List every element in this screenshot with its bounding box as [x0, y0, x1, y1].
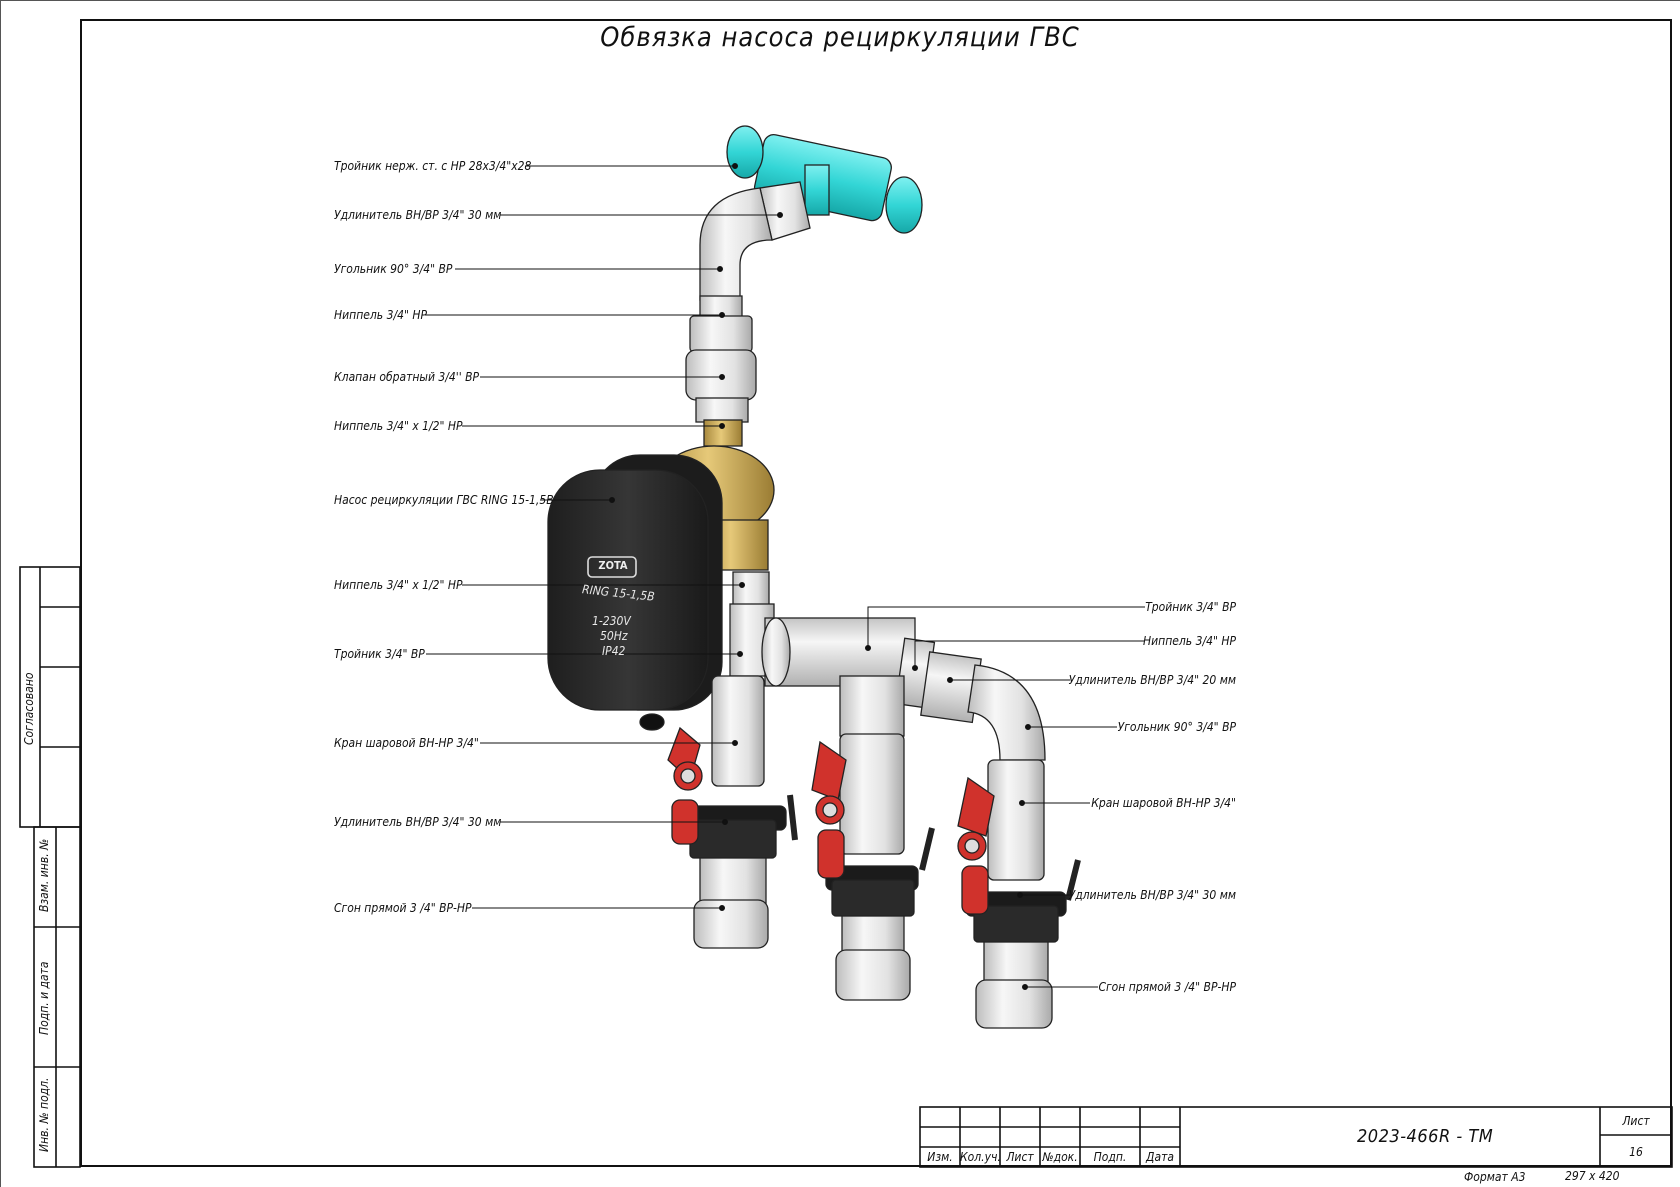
- label-check-valve: Клапан обратный 3/4'' ВР: [334, 370, 480, 384]
- tb-col-docnum: №док.: [1042, 1150, 1078, 1164]
- paper-format: Формат А3: [1464, 1170, 1526, 1184]
- label-extender-left: Удлинитель ВН/ВР 3/4" 30 мм: [334, 815, 502, 829]
- drop-right: [957, 759, 1081, 1029]
- tb-col-change: Изм.: [927, 1150, 953, 1164]
- pump-spec-ip: IP42: [602, 644, 626, 658]
- stamp-sign-date: Подп. и дата: [37, 961, 51, 1035]
- stamp-inv-orig: Инв. № подл.: [37, 1077, 51, 1152]
- label-nipple-right: Ниппель 3/4" НР: [1143, 634, 1236, 648]
- label-nipple-reducer-top: Ниппель 3/4" х 1/2" НР: [334, 419, 463, 433]
- left-stamp-grid: [19, 566, 81, 1168]
- label-nipple-reducer-bottom: Ниппель 3/4" х 1/2" НР: [334, 578, 463, 592]
- tb-col-date: Дата: [1146, 1150, 1174, 1164]
- label-nipple-top: Ниппель 3/4" НР: [334, 308, 427, 322]
- label-ball-valve-right: Кран шаровой ВН-НР 3/4": [1091, 796, 1236, 810]
- label-elbow-right: Угольник 90° 3/4" ВР: [1117, 720, 1236, 734]
- pump-spec-frequency: 50Hz: [600, 629, 628, 643]
- label-pump: Насос рециркуляции ГВС RING 15-1,5В: [334, 493, 554, 507]
- title-block-grid: [919, 1106, 1673, 1168]
- stamp-inv-replace: Взам. инв. №: [37, 838, 51, 912]
- label-extender-20: Удлинитель ВН/ВР 3/4" 20 мм: [1068, 673, 1236, 687]
- label-union-left: Сгон прямой 3 /4" ВР-НР: [334, 901, 472, 915]
- drawing-title: Обвязка насоса рециркуляции ГВС: [600, 22, 1080, 53]
- stamp-agreed: Согласовано: [22, 672, 36, 745]
- sheet-number: 16: [1629, 1145, 1643, 1159]
- paper-size: 297 х 420: [1565, 1169, 1620, 1183]
- label-elbow-top: Угольник 90° 3/4" ВР: [334, 262, 453, 276]
- label-extender-top: Удлинитель ВН/ВР 3/4" 30 мм: [334, 208, 502, 222]
- tb-col-signature: Подп.: [1093, 1150, 1127, 1164]
- sheet-label: Лист: [1622, 1114, 1650, 1128]
- zota-logo-box: [587, 556, 637, 578]
- label-stainless-tee: Тройник нерж. ст. с НР 28х3/4"х28: [334, 159, 532, 173]
- label-tee-left: Тройник 3/4" ВР: [334, 647, 425, 661]
- label-extender-right: Удлинитель ВН/ВР 3/4" 30 мм: [1068, 888, 1236, 902]
- drop-middle: [811, 733, 935, 1001]
- drop-left: [667, 675, 798, 949]
- drawing-frame: [80, 19, 1672, 1167]
- label-union-right: Сгон прямой 3 /4" ВР-НР: [1098, 980, 1236, 994]
- pump-spec-voltage: 1-230V: [592, 614, 631, 628]
- tb-col-sheet: Лист: [1006, 1150, 1034, 1164]
- label-ball-valve-left: Кран шаровой ВН-НР 3/4": [334, 736, 479, 750]
- label-tee-right: Тройник 3/4" ВР: [1145, 600, 1236, 614]
- pump-brand: ZOTA: [598, 559, 628, 572]
- document-code: 2023-466R - ТМ: [1357, 1126, 1494, 1147]
- pump-body: [547, 454, 723, 731]
- tb-col-count: Кол.уч.: [960, 1150, 1001, 1164]
